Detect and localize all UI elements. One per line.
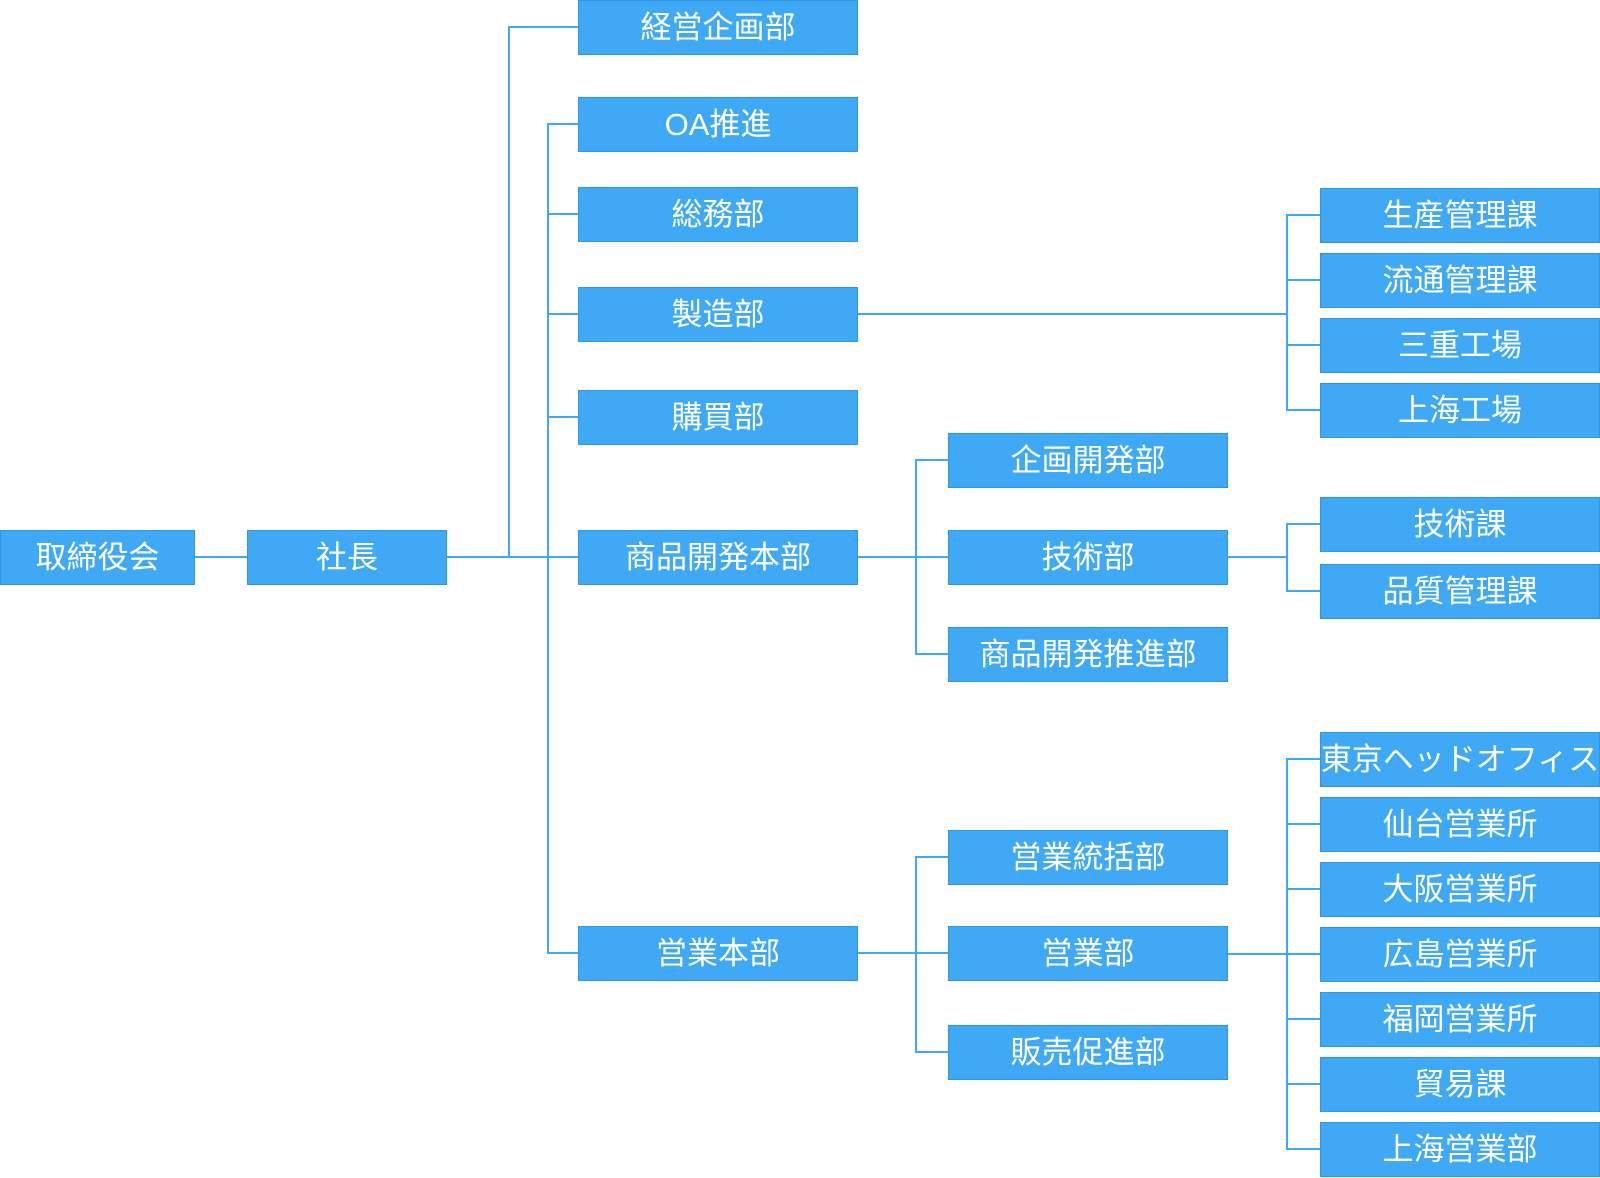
- org-node-sales-hq: 営業本部: [578, 926, 858, 981]
- connector-trunk-sales-offices: [1286, 758, 1288, 1150]
- org-node-engineering: 技術部: [948, 530, 1228, 585]
- org-node-osaka-office: 大阪営業所: [1320, 862, 1600, 917]
- connector-trunk-departments: [547, 123, 549, 954]
- connector-stub-quality-control: [1287, 590, 1320, 592]
- org-node-shanghai-sales: 上海営業部: [1320, 1122, 1600, 1177]
- connector-branch-planning: [509, 26, 578, 28]
- connector-manufacturing-trunk: [858, 313, 1287, 315]
- connector-stub-shanghai-factory: [1287, 409, 1320, 411]
- connector-stub-distribution-control: [1287, 279, 1320, 281]
- org-node-product-dev-hq: 商品開発本部: [578, 530, 858, 585]
- org-node-fukuoka-office: 福岡営業所: [1320, 992, 1600, 1047]
- connector-trunk-sales: [915, 856, 917, 1053]
- org-node-shanghai-factory: 上海工場: [1320, 383, 1600, 438]
- connector-branch-manufacturing: [548, 313, 578, 315]
- connector-stub-product-dev-promotion: [916, 653, 948, 655]
- connector-stub-sendai-office: [1287, 823, 1320, 825]
- connector-stub-engineering-section: [1287, 523, 1320, 525]
- org-node-quality-control: 品質管理課: [1320, 564, 1600, 619]
- connector-stub-sales-admin: [916, 856, 948, 858]
- connector-president-product-dev-hq: [447, 556, 578, 558]
- connector-product-dev-hq-engineering: [858, 556, 948, 558]
- org-node-manufacturing: 製造部: [578, 287, 858, 342]
- connector-stub-osaka-office: [1287, 888, 1320, 890]
- org-node-production-control: 生産管理課: [1320, 188, 1600, 243]
- connector-stub-shanghai-sales: [1287, 1148, 1320, 1150]
- org-node-board: 取締役会: [0, 530, 195, 585]
- connector-stub-trade-section: [1287, 1083, 1320, 1085]
- org-node-planning: 経営企画部: [578, 0, 858, 55]
- connector-sales-hq-sales-dept: [858, 952, 948, 954]
- org-node-mie-factory: 三重工場: [1320, 318, 1600, 373]
- org-node-trade-section: 貿易課: [1320, 1057, 1600, 1112]
- org-node-planning-dev: 企画開発部: [948, 433, 1228, 488]
- org-node-tokyo-head-office: 東京ヘッドオフィス: [1320, 732, 1600, 787]
- org-node-hiroshima-office: 広島営業所: [1320, 927, 1600, 982]
- connector-board-president: [195, 556, 247, 558]
- connector-stub-fukuoka-office: [1287, 1018, 1320, 1020]
- org-node-general-affairs: 総務部: [578, 187, 858, 242]
- connector-branch-oa: [548, 123, 578, 125]
- connector-trunk-factories: [1286, 214, 1288, 411]
- connector-trunk-planning: [508, 26, 510, 558]
- org-node-purchasing: 購買部: [578, 390, 858, 445]
- connector-stub-sales-promotion: [916, 1051, 948, 1053]
- connector-stub-mie-factory: [1287, 344, 1320, 346]
- connector-branch-general-affairs: [548, 213, 578, 215]
- org-node-sales-promotion: 販売促進部: [948, 1025, 1228, 1080]
- org-node-engineering-section: 技術課: [1320, 497, 1600, 552]
- org-node-sendai-office: 仙台営業所: [1320, 797, 1600, 852]
- org-node-president: 社長: [247, 530, 447, 585]
- connector-stub-production-control: [1287, 214, 1320, 216]
- org-node-product-dev-promotion: 商品開発推進部: [948, 627, 1228, 682]
- connector-stub-tokyo-head-office: [1287, 758, 1320, 760]
- org-node-sales-dept: 営業部: [948, 926, 1228, 981]
- org-node-oa: OA推進: [578, 97, 858, 152]
- connector-trunk-engineering-sections: [1286, 523, 1288, 592]
- connector-stub-planning-dev: [916, 459, 948, 461]
- connector-sales-dept-trunk: [1228, 953, 1320, 955]
- connector-branch-sales-hq: [548, 952, 578, 954]
- connector-engineering-trunk: [1228, 556, 1287, 558]
- org-node-sales-admin: 営業統括部: [948, 830, 1228, 885]
- org-node-distribution-control: 流通管理課: [1320, 253, 1600, 308]
- connector-branch-purchasing: [548, 416, 578, 418]
